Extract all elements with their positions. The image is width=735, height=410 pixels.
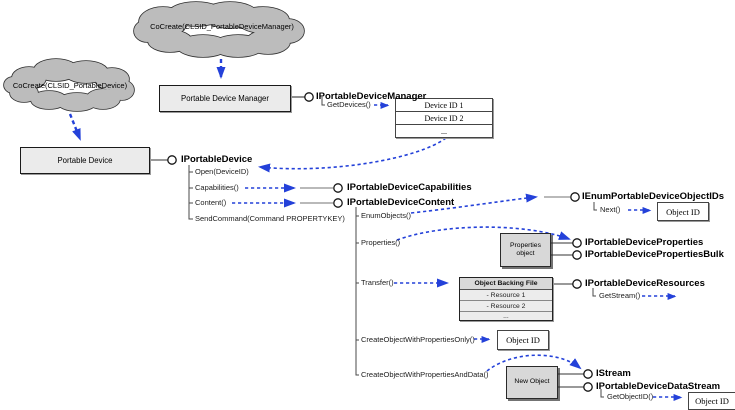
cocreate-manager-cloud-shape bbox=[133, 1, 305, 58]
backing-file-header: Object Backing File bbox=[460, 278, 552, 290]
arrow-createdata-to-istream bbox=[486, 354, 582, 372]
iface-capabilities-label: IPortableDeviceCapabilities bbox=[347, 182, 472, 193]
iface-device-label: IPortableDevice bbox=[181, 154, 253, 165]
lollipop-enum-objectids bbox=[570, 192, 580, 202]
iface-content-label: IPortableDeviceContent bbox=[347, 197, 455, 208]
arrow-deviceid-to-iportabledevice bbox=[258, 137, 447, 173]
bracket-getobjectid bbox=[600, 389, 604, 398]
portable-device-box: Portable Device bbox=[20, 147, 150, 174]
method-sendcommand: SendCommand(Command PROPERTYKEY) bbox=[195, 214, 345, 223]
properties-object-box: Properties object bbox=[500, 233, 551, 267]
method-capabilities: Capabilities() bbox=[195, 183, 239, 192]
device-id-row: Device ID 2 bbox=[396, 112, 492, 125]
method-next: Next() bbox=[600, 205, 621, 214]
method-getstream: GetStream() bbox=[599, 291, 641, 300]
device-id-row: Device ID 1 bbox=[396, 99, 492, 112]
method-create-props-only: CreateObjectWithPropertiesOnly() bbox=[361, 335, 475, 344]
object-id-box-datastream: Object ID bbox=[688, 392, 735, 410]
cocreate-device-label: CoCreate(CLSID_PortableDevice) bbox=[12, 81, 128, 90]
method-open: Open(DeviceID) bbox=[195, 167, 249, 176]
lollipop-istream bbox=[583, 369, 593, 379]
bracket-getstream bbox=[592, 288, 596, 297]
device-id-row: ... bbox=[441, 126, 447, 136]
bracket-getdevices bbox=[321, 97, 325, 106]
lollipop-properties-bulk bbox=[572, 250, 582, 260]
lollipop-content bbox=[333, 198, 343, 208]
method-getdevices: GetDevices() bbox=[327, 100, 371, 109]
lollipop-capabilities bbox=[333, 183, 343, 193]
cocreate-device-cloud-shape bbox=[3, 58, 135, 112]
arrow-enumobjects bbox=[410, 193, 538, 214]
method-enumobjects: EnumObjects() bbox=[361, 211, 412, 220]
backing-file-row: - Resource 1 bbox=[460, 290, 552, 301]
device-id-table: Device ID 1 Device ID 2 ... bbox=[395, 98, 493, 138]
lollipop-resources bbox=[572, 279, 582, 289]
method-content: Content() bbox=[195, 198, 227, 207]
portable-device-manager-box: Portable Device Manager bbox=[159, 85, 291, 112]
backing-file-row: ... bbox=[503, 312, 509, 320]
properties-object-label: Properties object bbox=[510, 241, 541, 257]
method-properties: Properties() bbox=[361, 238, 401, 247]
method-create-props-data: CreateObjectWithPropertiesAndData() bbox=[361, 370, 489, 379]
object-id-box-next: Object ID bbox=[657, 202, 709, 221]
lollipop-iportabledevicemanager bbox=[304, 92, 314, 102]
bracket-next bbox=[593, 202, 597, 211]
new-object-box: New Object bbox=[506, 366, 558, 399]
arrow-cocreate-to-device bbox=[68, 113, 82, 141]
arrow-properties bbox=[396, 226, 571, 241]
iface-properties-bulk-label: IPortableDevicePropertiesBulk bbox=[585, 249, 724, 260]
iface-datastream-label: IPortableDeviceDataStream bbox=[596, 381, 721, 392]
cocreate-manager-label: CoCreate(CLSID_PortableDeviceManager) bbox=[150, 22, 294, 31]
method-getobjectid: GetObjectID() bbox=[607, 392, 654, 401]
iface-manager-label: IPortableDeviceManager bbox=[316, 91, 427, 102]
method-transfer: Transfer() bbox=[361, 278, 394, 287]
lollipop-properties bbox=[572, 238, 582, 248]
object-backing-file-box: Object Backing File - Resource 1 - Resou… bbox=[459, 277, 553, 321]
backing-file-row: - Resource 2 bbox=[460, 301, 552, 312]
iface-resources-label: IPortableDeviceResources bbox=[585, 278, 705, 289]
iface-enum-label: IEnumPortableDeviceObjectIDs bbox=[582, 191, 725, 202]
iface-properties-label: IPortableDeviceProperties bbox=[585, 237, 704, 248]
lollipop-datastream bbox=[583, 382, 593, 392]
lollipop-iportabledevice bbox=[167, 155, 177, 165]
bracket-content-methods bbox=[355, 207, 359, 376]
object-id-box-create: Object ID bbox=[497, 330, 549, 350]
iface-istream-label: IStream bbox=[596, 368, 631, 379]
bracket-device-methods bbox=[188, 165, 193, 220]
